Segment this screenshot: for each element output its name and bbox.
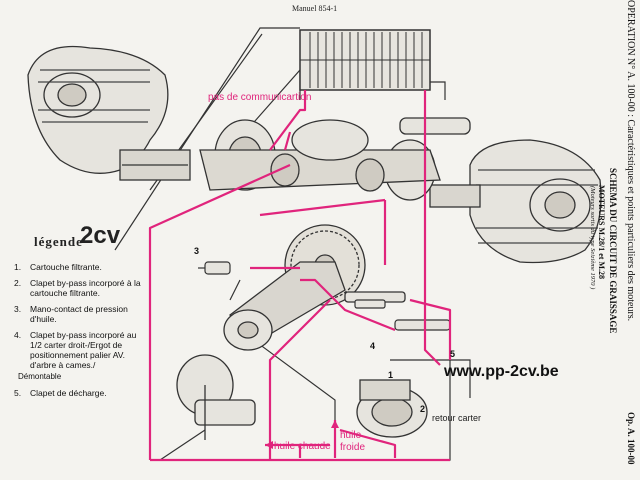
oil-pump: [176, 354, 256, 440]
oil-circuit-path: [148, 90, 452, 462]
part-number-1: 1: [388, 370, 394, 380]
legend-list: 1. Cartouche filtrante. 2. Clapet by-pass …: [14, 262, 149, 404]
legend-item-text: Mano-contact de pression d'huile.: [30, 304, 128, 324]
no-communication-label: pas de communicartion: [208, 92, 312, 103]
legend-title: légende: [34, 234, 83, 249]
pressure-switch: [198, 261, 231, 275]
legend-item-3: 3. Mano-contact de pression d'huile.: [14, 304, 149, 324]
engines-subtitle: MOTEURS M.28/1 et M.28: [597, 185, 606, 279]
legend-item-text: Clapet by-pass incorporé au 1/2 carter d…: [30, 330, 137, 370]
hot-oil-label: huile chaude: [274, 441, 331, 452]
return-to-sump-label: retour carter: [432, 413, 482, 423]
part-number-3: 3: [194, 246, 200, 256]
legend-item-number: 3.: [14, 304, 22, 314]
legend-item-number: 4.: [14, 330, 22, 340]
legend-item-4: 4. Clapet by-pass incorporé au 1/2 carter…: [14, 330, 149, 382]
part-number-2: 2: [420, 404, 426, 414]
operation-heading: OPERATION N° A. 100-00 : Caractéristique…: [625, 0, 636, 322]
crankshaft-assembly: [199, 117, 471, 201]
circuit-arrows: [265, 420, 339, 449]
relief-valve: [354, 299, 451, 331]
legend-item-text: Cartouche filtrante.: [30, 262, 102, 272]
legend-item-number: 5.: [14, 388, 22, 398]
brand-2cv: 2cv: [80, 222, 121, 249]
right-cylinder-head: [429, 139, 602, 264]
legend-item-number: 2.: [14, 278, 22, 288]
legend-item-subnote: Démontable: [18, 372, 62, 381]
cold-oil-label: huile froide: [340, 430, 365, 454]
operation-reference: Op. A. 100-00: [626, 412, 636, 465]
legend-item-1: 1. Cartouche filtrante.: [14, 262, 149, 272]
legend-item-5: 5. Clapet de décharge.: [14, 388, 149, 398]
legend-item-2: 2. Clapet by-pass incorporé à la cartouch…: [14, 278, 149, 298]
camshaft-assembly: [223, 224, 406, 351]
part-number-5: 5: [450, 349, 456, 359]
cold-oil-label-line1: huile: [340, 430, 362, 441]
engines-note: (Moteurs sortis du type Seizième 1970 ): [589, 186, 596, 290]
legend-item-text: Clapet by-pass incorporé à la cartouche …: [30, 278, 141, 298]
schema-title: SCHEMA DU CIRCUIT DE GRAISSAGE: [608, 168, 618, 334]
oil-cooler: [299, 29, 431, 91]
manual-reference: Manuel 854-1: [292, 4, 338, 13]
oil-filter: [356, 379, 428, 438]
left-cylinder-head: [27, 45, 191, 181]
website-watermark: www.pp-2cv.be: [444, 363, 559, 380]
part-number-4: 4: [370, 341, 376, 351]
legend-item-number: 1.: [14, 262, 22, 272]
cold-oil-label-line2: froide: [340, 442, 366, 453]
legend-item-text: Clapet de décharge.: [30, 388, 107, 398]
